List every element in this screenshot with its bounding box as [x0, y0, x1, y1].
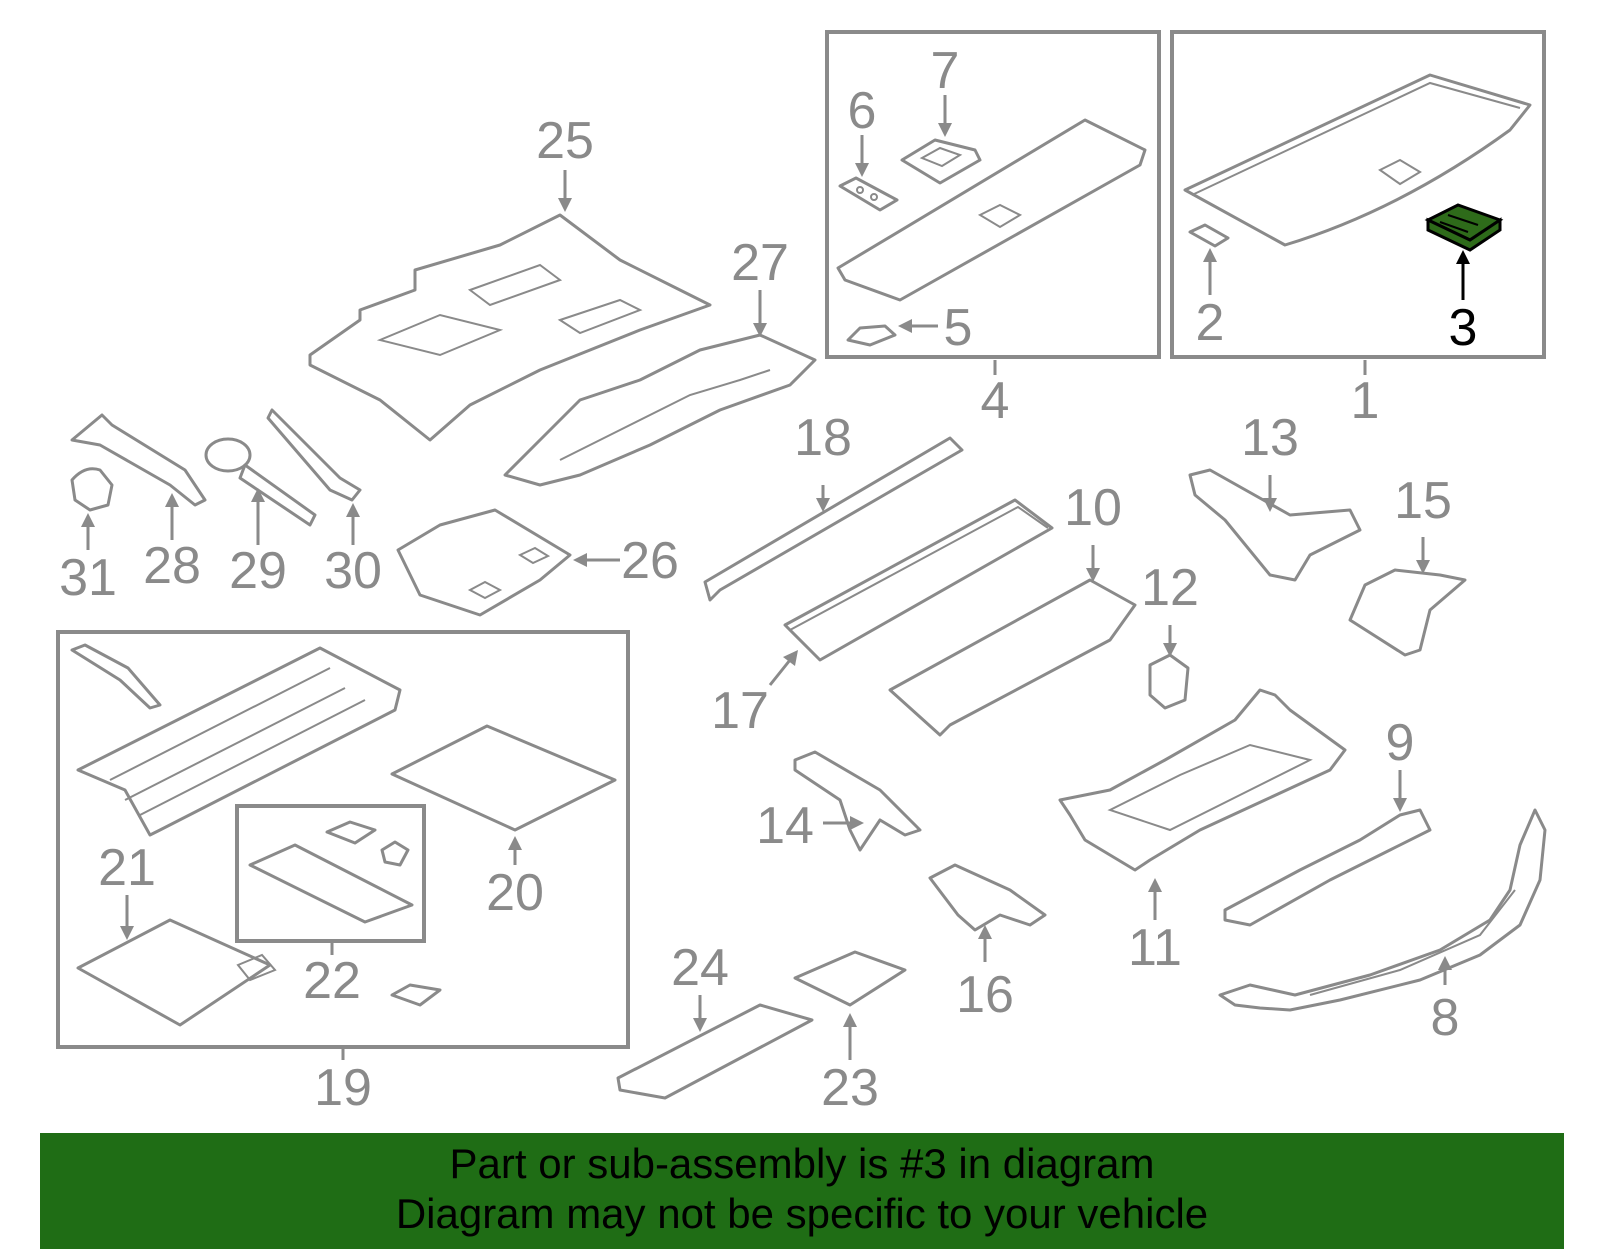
part-12-bracket[interactable]: [1148, 653, 1190, 710]
group-box-19: [56, 630, 630, 1049]
callout-17[interactable]: 17: [711, 682, 769, 740]
part-28-jack-handle[interactable]: [70, 413, 207, 507]
arrow-27: [753, 290, 767, 337]
part-9-crossmember[interactable]: [1223, 808, 1432, 927]
arrow-23: [843, 1013, 857, 1060]
callout-9[interactable]: 9: [1386, 714, 1415, 772]
callout-30[interactable]: 30: [324, 542, 382, 600]
part-29-tow-eye[interactable]: [204, 437, 317, 527]
part-27-floor-mat[interactable]: [503, 333, 817, 487]
arrow-29: [251, 488, 265, 545]
arrow-17: [768, 650, 798, 686]
part-11-rear-floor[interactable]: [1058, 688, 1347, 872]
part-25-floor-carpet[interactable]: [308, 213, 712, 442]
arrow-11: [1148, 878, 1162, 920]
part-18-trim-strip[interactable]: [703, 436, 964, 602]
arrow-7: [938, 95, 952, 137]
part-24-roll-cover[interactable]: [616, 1003, 814, 1100]
arrow-25: [558, 170, 572, 212]
group-box-22: [235, 804, 426, 943]
callout-27[interactable]: 27: [731, 234, 789, 292]
part-10-panel[interactable]: [888, 578, 1137, 737]
callout-25[interactable]: 25: [536, 112, 594, 170]
part-22-tray-kit[interactable]: [248, 820, 414, 924]
part-3-highlighted[interactable]: [1424, 203, 1504, 252]
part-6-clip[interactable]: [838, 176, 899, 212]
arrow-24: [693, 995, 707, 1032]
arrow-18: [816, 485, 830, 512]
arrow-10: [1086, 545, 1100, 582]
part-4-floor-panel[interactable]: [836, 118, 1147, 302]
part-2-clip[interactable]: [1188, 223, 1230, 248]
part-21-storage-tray[interactable]: [76, 918, 277, 1027]
callout-8[interactable]: 8: [1431, 989, 1460, 1047]
callout-16[interactable]: 16: [956, 966, 1014, 1024]
part-7-cover[interactable]: [900, 138, 982, 185]
part-13-rail[interactable]: [1188, 468, 1362, 582]
part-8-sill-trim[interactable]: [1218, 808, 1547, 1012]
part-5-bracket[interactable]: [846, 324, 897, 347]
callout-22[interactable]: 22: [303, 952, 361, 1010]
arrow-30: [346, 503, 360, 545]
callout-31[interactable]: 31: [59, 549, 117, 607]
callout-5[interactable]: 5: [944, 299, 973, 357]
arrow-26: [573, 553, 620, 567]
banner-line-2: Diagram may not be specific to your vehi…: [395, 1190, 1209, 1237]
part-14-bracket[interactable]: [793, 750, 922, 852]
info-banner: Part or sub-assembly is #3 in diagram Di…: [40, 1133, 1564, 1249]
arrow-20: [508, 836, 522, 865]
callout-12[interactable]: 12: [1141, 559, 1199, 617]
arrow-5: [898, 319, 938, 333]
callout-1[interactable]: 1: [1351, 372, 1380, 430]
arrow-21: [120, 895, 134, 940]
arrow-15: [1416, 537, 1430, 574]
callout-14[interactable]: 14: [756, 797, 814, 855]
callout-18[interactable]: 18: [794, 409, 852, 467]
callout-7[interactable]: 7: [931, 42, 960, 100]
group-box-4: [825, 30, 1161, 359]
part-16-bracket[interactable]: [928, 863, 1047, 932]
callout-26[interactable]: 26: [621, 532, 679, 590]
callout-3[interactable]: 3: [1449, 299, 1478, 357]
part-15-trim[interactable]: [1348, 568, 1467, 657]
callout-29[interactable]: 29: [229, 542, 287, 600]
arrow-8: [1438, 956, 1452, 985]
banner-line-1: Part or sub-assembly is #3 in diagram: [449, 1140, 1155, 1187]
callout-6[interactable]: 6: [848, 82, 877, 140]
arrow-14: [823, 816, 864, 830]
part-17-panel[interactable]: [783, 498, 1054, 662]
part-20-floor-board[interactable]: [390, 724, 617, 832]
callout-13[interactable]: 13: [1241, 409, 1299, 467]
arrow-13: [1263, 475, 1277, 512]
arrow-9: [1393, 770, 1407, 812]
callout-2[interactable]: 2: [1196, 294, 1225, 352]
clip-19-small[interactable]: [390, 983, 442, 1007]
arrow-12: [1163, 625, 1177, 657]
callout-15[interactable]: 15: [1394, 472, 1452, 530]
callout-20[interactable]: 20: [486, 864, 544, 922]
arrow-6: [855, 135, 869, 177]
callout-19[interactable]: 19: [314, 1059, 372, 1117]
callout-23[interactable]: 23: [821, 1059, 879, 1117]
callout-4[interactable]: 4: [981, 372, 1010, 430]
part-26-tray[interactable]: [396, 508, 572, 617]
part-31-cap[interactable]: [70, 467, 114, 512]
part-23-roll-cover[interactable]: [793, 950, 907, 1007]
arrow-31: [81, 513, 95, 550]
group-box-1: [1170, 30, 1546, 359]
arrow-16: [978, 925, 992, 962]
part-19-cargo-box[interactable]: [70, 643, 402, 837]
arrow-28: [165, 493, 179, 540]
part-30-screwdriver[interactable]: [266, 408, 362, 502]
callout-10[interactable]: 10: [1064, 479, 1122, 537]
callout-11[interactable]: 11: [1128, 919, 1182, 977]
callout-24[interactable]: 24: [671, 939, 729, 997]
part-1-cargo-panel[interactable]: [1183, 73, 1532, 247]
callout-21[interactable]: 21: [98, 839, 156, 897]
arrow-3: [1456, 250, 1470, 300]
callout-28[interactable]: 28: [143, 537, 201, 595]
arrow-2: [1203, 248, 1217, 295]
